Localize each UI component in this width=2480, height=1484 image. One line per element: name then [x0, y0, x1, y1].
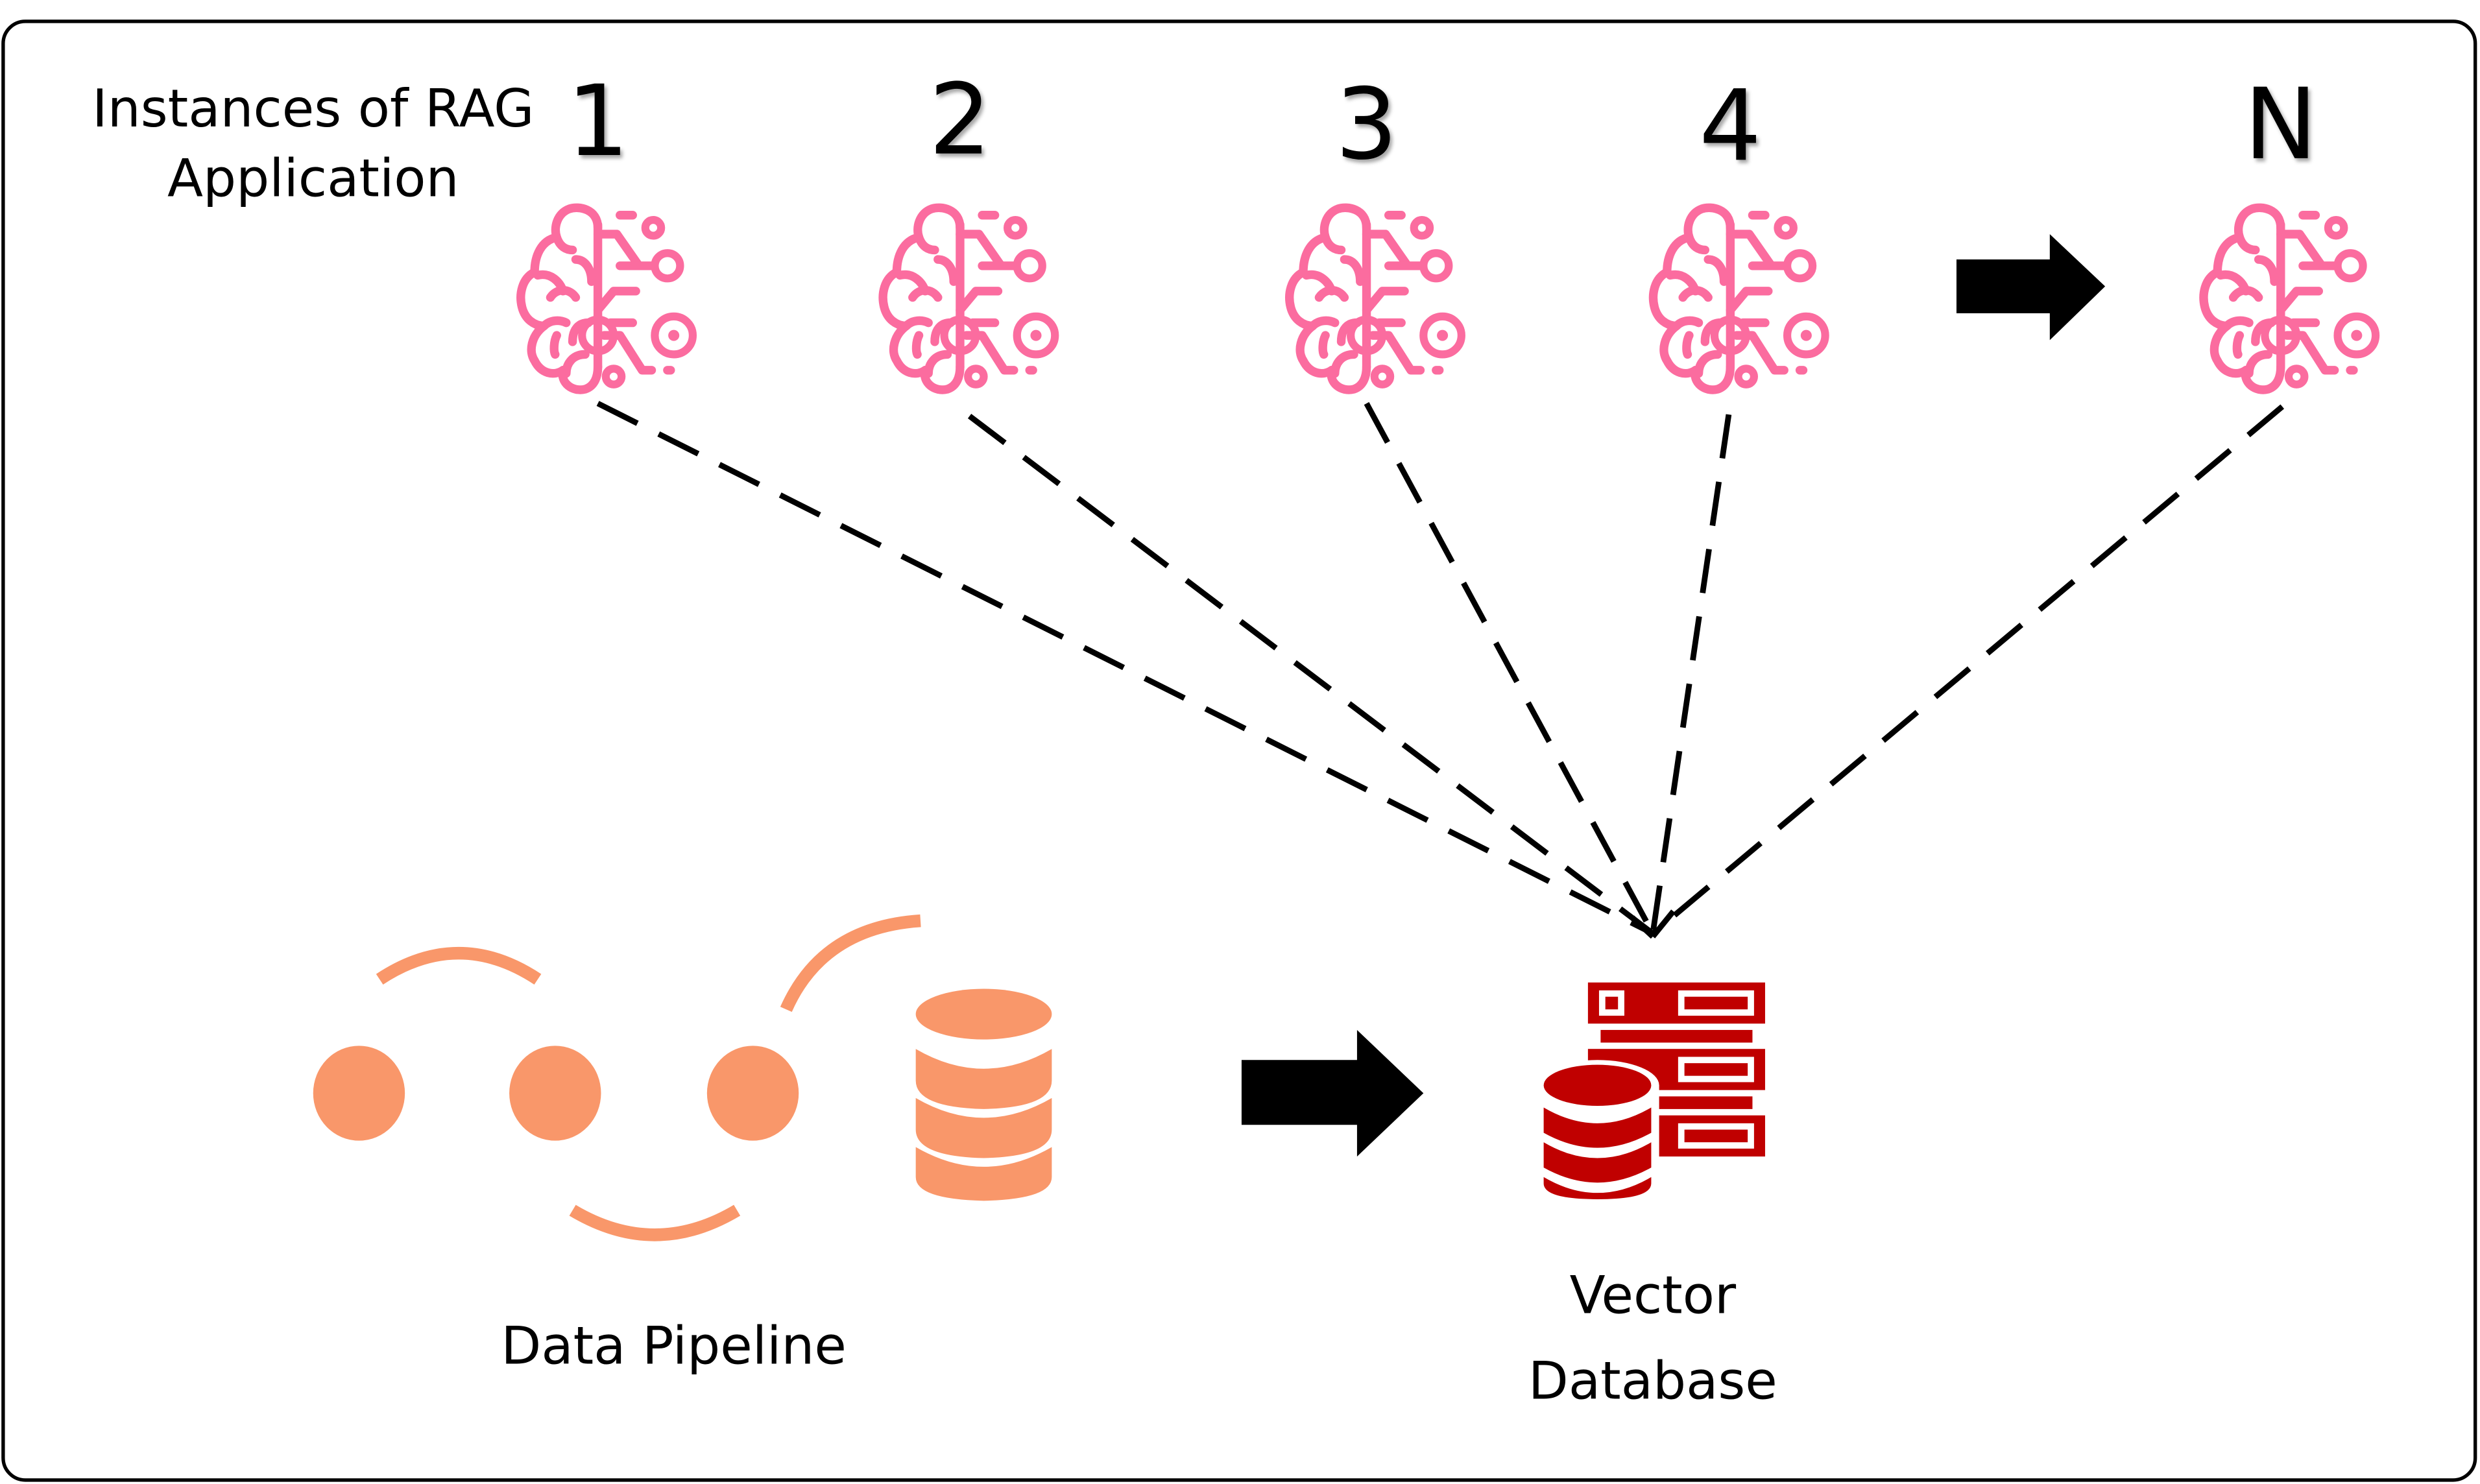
- pipeline-to-db-arrow-icon: [1241, 1029, 1424, 1157]
- brain-node-icon: [2333, 312, 2380, 359]
- rag-instance-4: 4: [1654, 69, 1829, 390]
- brain-node-icon: [651, 312, 697, 359]
- brain-target-dot-icon: [1800, 329, 1812, 341]
- connector-3-to-vector-db: [1364, 401, 1655, 935]
- instance-number: 1: [567, 64, 629, 178]
- brain-node-icon: [1013, 312, 1059, 359]
- brain-node-icon: [2333, 249, 2367, 283]
- brain-node-icon: [651, 249, 684, 283]
- brain-node-icon: [1013, 249, 1046, 283]
- brain-node-icon: [940, 315, 980, 355]
- pipeline-arc-bottom: [569, 1204, 741, 1241]
- connector-2-to-vector-db: [967, 414, 1655, 936]
- instance-number: N: [2244, 67, 2317, 182]
- brain-node-icon: [1783, 312, 1829, 359]
- brain-target-dot-icon: [2351, 329, 2363, 341]
- brain-target-dot-icon: [1437, 329, 1449, 341]
- brain-node-icon: [1710, 315, 1750, 355]
- brain-target-dot-icon: [1030, 329, 1042, 341]
- brain-node-icon: [2261, 315, 2301, 355]
- brain-node-icon: [1774, 215, 1798, 240]
- connector-1-to-vector-db: [596, 401, 1654, 937]
- rag-instance-2: 2: [883, 63, 1059, 390]
- brain-node-icon: [1003, 215, 1028, 240]
- instance-number: 3: [1335, 67, 1397, 182]
- pipeline-node-2: [509, 1046, 601, 1141]
- brain-node-icon: [1419, 249, 1453, 283]
- connector-n-to-vector-db: [1651, 404, 2285, 936]
- pipeline-arc-top: [376, 947, 542, 985]
- brain-node-icon: [1347, 315, 1387, 355]
- brain-target-dot-icon: [668, 329, 680, 341]
- pipeline-arc-right: [780, 914, 921, 1012]
- data-pipeline-icon: [313, 914, 1052, 1241]
- diagram-frame: [1, 19, 2477, 1482]
- instances-header-line2: Application: [167, 147, 459, 208]
- brain-node-icon: [2324, 215, 2348, 240]
- brain-node-icon: [578, 315, 618, 355]
- server-database-icon: [1535, 982, 1765, 1199]
- brain-node-icon: [1370, 365, 1395, 389]
- vector-db-label-line2: Database: [1528, 1350, 1777, 1411]
- pipeline-database-icon: [915, 988, 1052, 1201]
- brain-node-icon: [641, 215, 666, 240]
- rag-instance-1: 1: [521, 64, 697, 390]
- brain-node-icon: [1734, 365, 1758, 389]
- continuation-arrow-icon: [1956, 234, 2106, 341]
- connector-4-to-vector-db: [1650, 414, 1732, 934]
- rag-instance-3: 3: [1290, 67, 1465, 390]
- brain-node-icon: [1410, 215, 1434, 240]
- instance-number: 4: [1699, 69, 1761, 183]
- data-pipeline-label: Data Pipeline: [501, 1315, 847, 1376]
- convergence-arrowhead: [1630, 909, 1676, 939]
- brain-node-icon: [1783, 249, 1817, 283]
- rag-instance-n: N: [2204, 67, 2380, 390]
- pipeline-node-3: [706, 1046, 799, 1141]
- brain-node-icon: [1419, 312, 1465, 359]
- instances-header-line1: Instances of RAG: [92, 78, 534, 139]
- instance-number: 2: [929, 63, 991, 177]
- brain-node-icon: [2284, 365, 2309, 389]
- brain-node-icon: [964, 365, 988, 389]
- pipeline-node-1: [313, 1046, 405, 1141]
- vector-db-label-line1: Vector: [1570, 1265, 1737, 1326]
- brain-node-icon: [601, 365, 626, 389]
